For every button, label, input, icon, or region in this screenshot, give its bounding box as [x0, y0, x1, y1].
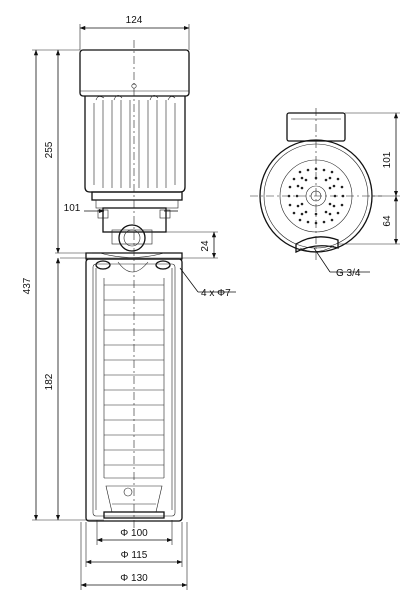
bolt-holes-label: 4 x Φ7	[201, 288, 231, 299]
dim-label-101-side: 101	[382, 151, 393, 168]
dim-label-64: 64	[382, 215, 393, 227]
dim-label-24: 24	[200, 240, 211, 252]
motor-body	[79, 49, 190, 209]
thread-label: G 3/4	[336, 268, 361, 279]
fan-cover-grid	[287, 167, 345, 225]
dim-label-124: 124	[126, 15, 143, 26]
dim-label-182: 182	[44, 373, 55, 390]
dim-label-255: 255	[44, 141, 55, 158]
front-view: 124 437 255 182 101 24 4 x Φ7 Φ 100 Φ 11…	[22, 15, 236, 590]
dim-label-437: 437	[22, 277, 33, 294]
thread-leader	[313, 247, 331, 273]
bolt-hole-leader	[179, 267, 199, 293]
extension-lines	[32, 24, 218, 590]
dim-label-101-front: 101	[64, 203, 81, 214]
dim-label-d100: Φ 100	[120, 528, 148, 539]
top-view: 101 64 G 3/4	[250, 108, 400, 279]
pump-sleeve	[85, 258, 183, 522]
dim-label-d115: Φ 115	[121, 550, 148, 561]
pump-head	[85, 207, 183, 273]
dim-label-d130: Φ 130	[120, 573, 148, 584]
